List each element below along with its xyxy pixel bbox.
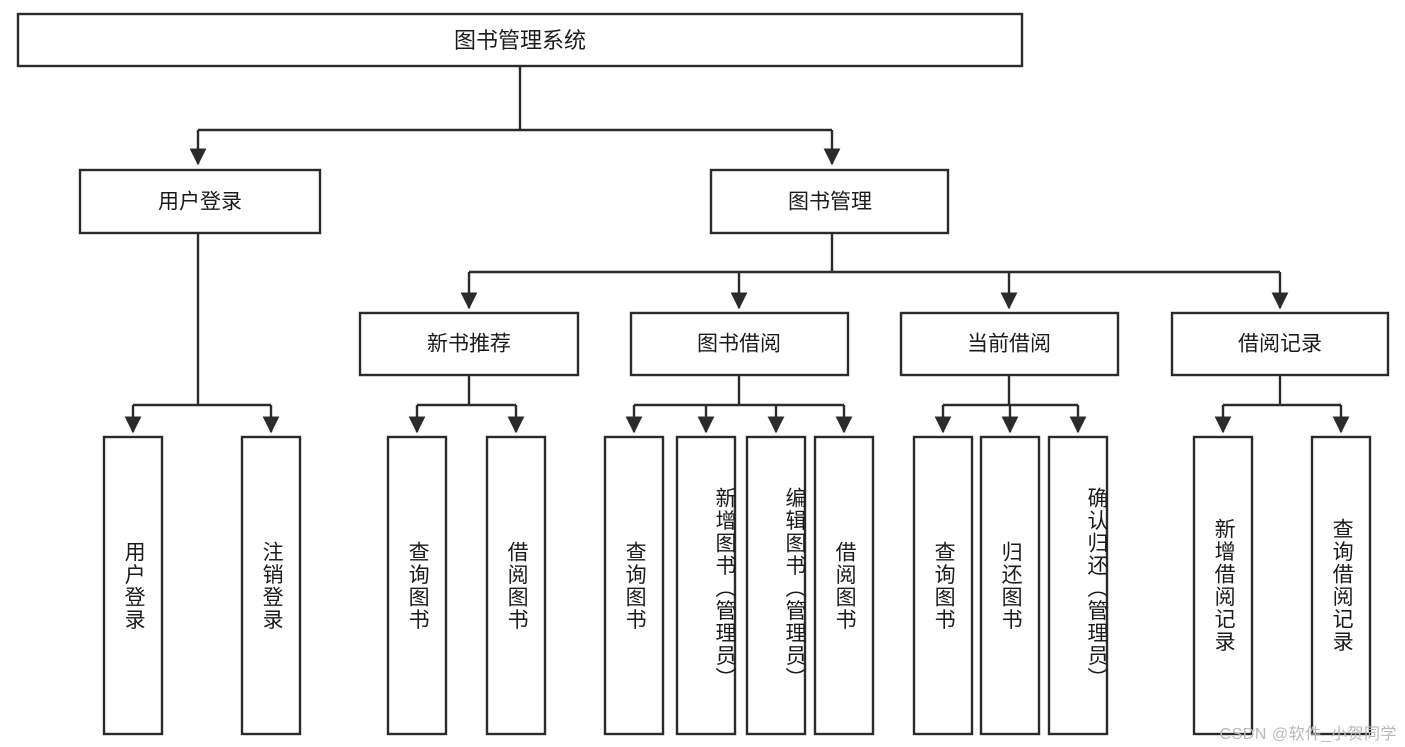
node-current-borrow-box[interactable] [899, 311, 1120, 377]
node-root-box[interactable] [16, 12, 1024, 68]
leaf-box-user-login-0[interactable] [102, 435, 164, 736]
edge-group-book-borrow [625, 375, 853, 434]
node-book-borrow[interactable]: 图书借阅 [629, 311, 850, 377]
edge-group-book-mgmt [460, 233, 1289, 310]
node-book-management-label: 图书管理 [788, 191, 872, 214]
node-current-borrow-label: 当前借阅 [967, 333, 1051, 356]
node-user-login-label: 用户登录 [158, 191, 242, 214]
leaf-box-book-borrow-0[interactable] [603, 435, 665, 736]
edge-group-borrow-record [1214, 375, 1350, 434]
node-book-management-box[interactable] [709, 168, 950, 235]
node-borrow-record-label: 借阅记录 [1238, 333, 1322, 356]
leaf-box-current-borrow-1[interactable] [979, 435, 1041, 736]
edge-group-current-borrow [934, 375, 1087, 434]
leaf-box-book-borrow-3[interactable] [813, 435, 875, 736]
leaf-box-current-borrow-2[interactable] [1047, 435, 1109, 736]
node-book-borrow-box[interactable] [629, 311, 850, 377]
leaf-box-borrow-record-1[interactable] [1310, 435, 1372, 736]
node-new-book-recommend[interactable]: 新书推荐 [358, 311, 580, 377]
leaf-box-current-borrow-0[interactable] [912, 435, 974, 736]
node-book-borrow-label: 图书借阅 [697, 333, 781, 356]
node-user-login[interactable]: 用户登录 [78, 168, 322, 235]
leaf-box-book-borrow-1[interactable] [675, 435, 737, 736]
leaf-box-new-book-1[interactable] [485, 435, 547, 736]
leaf-box-book-borrow-2[interactable] [745, 435, 807, 736]
node-current-borrow[interactable]: 当前借阅 [899, 311, 1120, 377]
edge-group-root [189, 66, 841, 166]
node-root-label: 图书管理系统 [454, 28, 586, 53]
csdn-watermark: CSDN @软件_小贺同学 [1219, 726, 1397, 743]
node-borrow-record[interactable]: 借阅记录 [1170, 311, 1390, 377]
node-new-book-recommend-box[interactable] [358, 311, 580, 377]
node-root[interactable]: 图书管理系统 [16, 12, 1024, 68]
leaf-box-user-login-1[interactable] [240, 435, 302, 736]
edge-group-user-login [124, 233, 280, 434]
leaf-box-borrow-record-0[interactable] [1192, 435, 1254, 736]
node-book-management[interactable]: 图书管理 [709, 168, 950, 235]
node-user-login-box[interactable] [78, 168, 322, 235]
node-borrow-record-box[interactable] [1170, 311, 1390, 377]
leaf-box-new-book-0[interactable] [386, 435, 448, 736]
node-new-book-recommend-label: 新书推荐 [427, 333, 511, 356]
edge-group-new-book [408, 375, 525, 434]
